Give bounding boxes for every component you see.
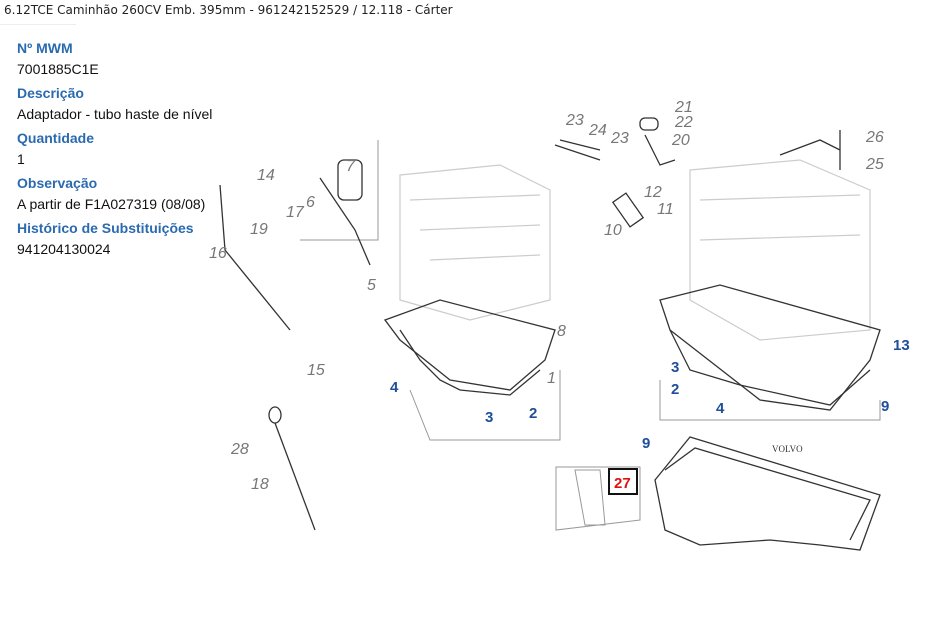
callout-18[interactable]: 18 (251, 476, 269, 493)
callout-10[interactable]: 10 (604, 222, 622, 239)
callout-13[interactable]: 13 (893, 337, 910, 354)
value-description: Adaptador - tubo haste de nível (17, 106, 213, 122)
label-observation: Observação (17, 175, 98, 191)
callout-23b[interactable]: 23 (610, 130, 629, 147)
callout-2[interactable]: 2 (529, 405, 537, 422)
callout-24[interactable]: 24 (588, 122, 607, 139)
engine-block-left (300, 140, 561, 441)
oil-pan-9 (555, 436, 881, 551)
callout-5[interactable]: 5 (367, 277, 376, 294)
callout-9b[interactable]: 9 (642, 435, 650, 452)
callout-7[interactable]: 7 (346, 158, 356, 175)
volvo-brand-text: VOLVO (772, 444, 803, 454)
callout-3[interactable]: 3 (485, 409, 493, 426)
callout-2b[interactable]: 2 (671, 381, 679, 398)
callout-6[interactable]: 6 (306, 194, 315, 211)
callout-26[interactable]: 26 (865, 129, 884, 146)
label-mwm-number: Nº MWM (17, 40, 73, 56)
callout-17[interactable]: 17 (286, 204, 305, 221)
callout-12[interactable]: 12 (644, 184, 662, 201)
divider (0, 24, 76, 25)
callout-3b[interactable]: 3 (671, 359, 679, 376)
label-quantity: Quantidade (17, 130, 95, 146)
label-description: Descrição (17, 85, 84, 101)
callout-8[interactable]: 8 (557, 323, 566, 340)
value-replacement-history: 941204130024 (17, 241, 111, 257)
engine-block-right (659, 159, 881, 421)
value-observation: A partir de F1A027319 (08/08) (17, 196, 206, 212)
callout-22[interactable]: 22 (674, 114, 693, 131)
callouts[interactable]: 21 22 23 24 23 20 26 25 14 7 12 6 17 11 … (209, 99, 910, 495)
callout-21[interactable]: 21 (674, 99, 693, 116)
value-quantity: 1 (17, 151, 25, 167)
breadcrumb: 6.12TCE Caminhão 260CV Emb. 395mm - 9612… (4, 3, 453, 17)
callout-28[interactable]: 28 (230, 441, 249, 458)
selected-callout-box[interactable] (608, 468, 638, 495)
callout-11[interactable]: 11 (657, 201, 674, 218)
callout-20[interactable]: 20 (671, 132, 690, 149)
callout-4[interactable]: 4 (390, 379, 399, 396)
callout-19[interactable]: 19 (250, 221, 268, 238)
callout-4b[interactable]: 4 (716, 400, 725, 417)
callout-14[interactable]: 14 (257, 167, 275, 184)
callout-16[interactable]: 16 (209, 245, 227, 262)
callout-1[interactable]: 1 (547, 370, 556, 387)
callout-9[interactable]: 9 (881, 398, 889, 415)
callout-27-selected[interactable]: 27 (614, 475, 631, 492)
part-details: Nº MWM 7001885C1E Descrição Adaptador - … (17, 32, 212, 263)
callout-15[interactable]: 15 (307, 362, 325, 379)
callout-23[interactable]: 23 (565, 112, 584, 129)
dipstick-and-tubes (219, 117, 841, 531)
callout-25[interactable]: 25 (865, 156, 884, 173)
label-replacement-history: Histórico de Substituições (17, 220, 194, 236)
value-mwm-number: 7001885C1E (17, 61, 99, 77)
